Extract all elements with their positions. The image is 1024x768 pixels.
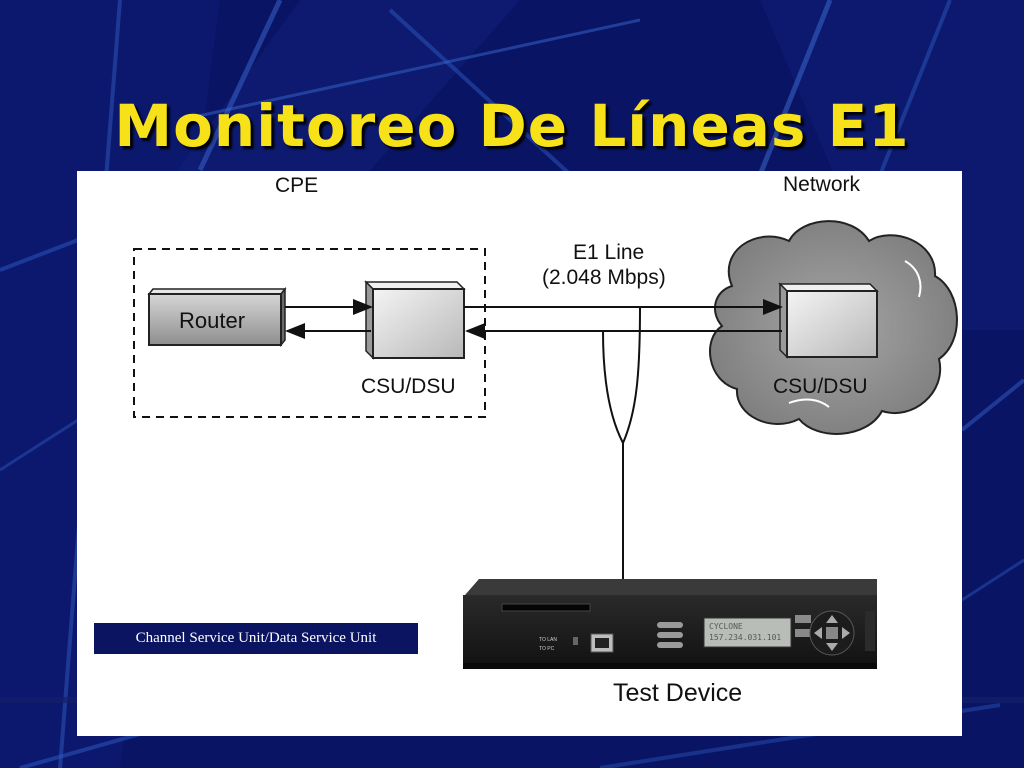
card-slot (501, 603, 591, 612)
arrow-down-icon (826, 643, 838, 651)
function-button-2 (657, 632, 683, 638)
cloud-highlight (904, 260, 922, 298)
lcd-display (703, 617, 792, 648)
menu-key-1 (795, 615, 811, 623)
menu-key-2 (795, 629, 811, 637)
port-label-pc: TO PC (539, 646, 555, 652)
arrow-right-icon (842, 627, 850, 639)
e1-monitoring-diagram: CPE Network Router CSU/DSU (133, 173, 958, 707)
nav-center-button (826, 627, 838, 639)
arrow-left-icon (814, 627, 822, 639)
e1-line-rate-label: (2.048 Mbps) (542, 266, 666, 289)
caption-box: Channel Service Unit/Data Service Unit (94, 623, 418, 654)
csu-dsu-local-label: CSU/DSU (361, 375, 456, 398)
test-device: TO LAN TO PC CYCLONE 157.234.031.101 (463, 579, 877, 669)
e1-line-label: E1 Line (573, 241, 644, 264)
diagram-panel: CPE Network Router CSU/DSU (77, 171, 962, 736)
port-label-lan: TO LAN (539, 637, 557, 643)
switch-icon (573, 637, 578, 645)
csu-dsu-local-box (364, 280, 466, 360)
csu-dsu-network-box (778, 282, 879, 359)
router-label: Router (179, 308, 245, 333)
monitor-tap-forward (622, 306, 641, 444)
arrow-up-icon (826, 615, 838, 623)
csu-dsu-network-label: CSU/DSU (773, 375, 868, 398)
cloud-highlight-lower (788, 398, 830, 408)
device-side-panel (865, 611, 875, 651)
function-button-3 (657, 642, 683, 648)
test-device-label: Test Device (613, 679, 742, 707)
lcd-line-1: CYCLONE (709, 622, 743, 631)
monitor-tap-return (602, 330, 624, 444)
function-button-1 (657, 622, 683, 628)
cpe-label: CPE (275, 174, 318, 197)
cpe-boundary (133, 248, 486, 418)
ethernet-port-socket (595, 638, 609, 648)
lcd-line-2: 157.234.031.101 (709, 633, 781, 642)
slide-title: Monitoreo De Líneas E1 (114, 92, 910, 160)
network-label: Network (783, 173, 861, 196)
router-box: Router (147, 286, 287, 348)
